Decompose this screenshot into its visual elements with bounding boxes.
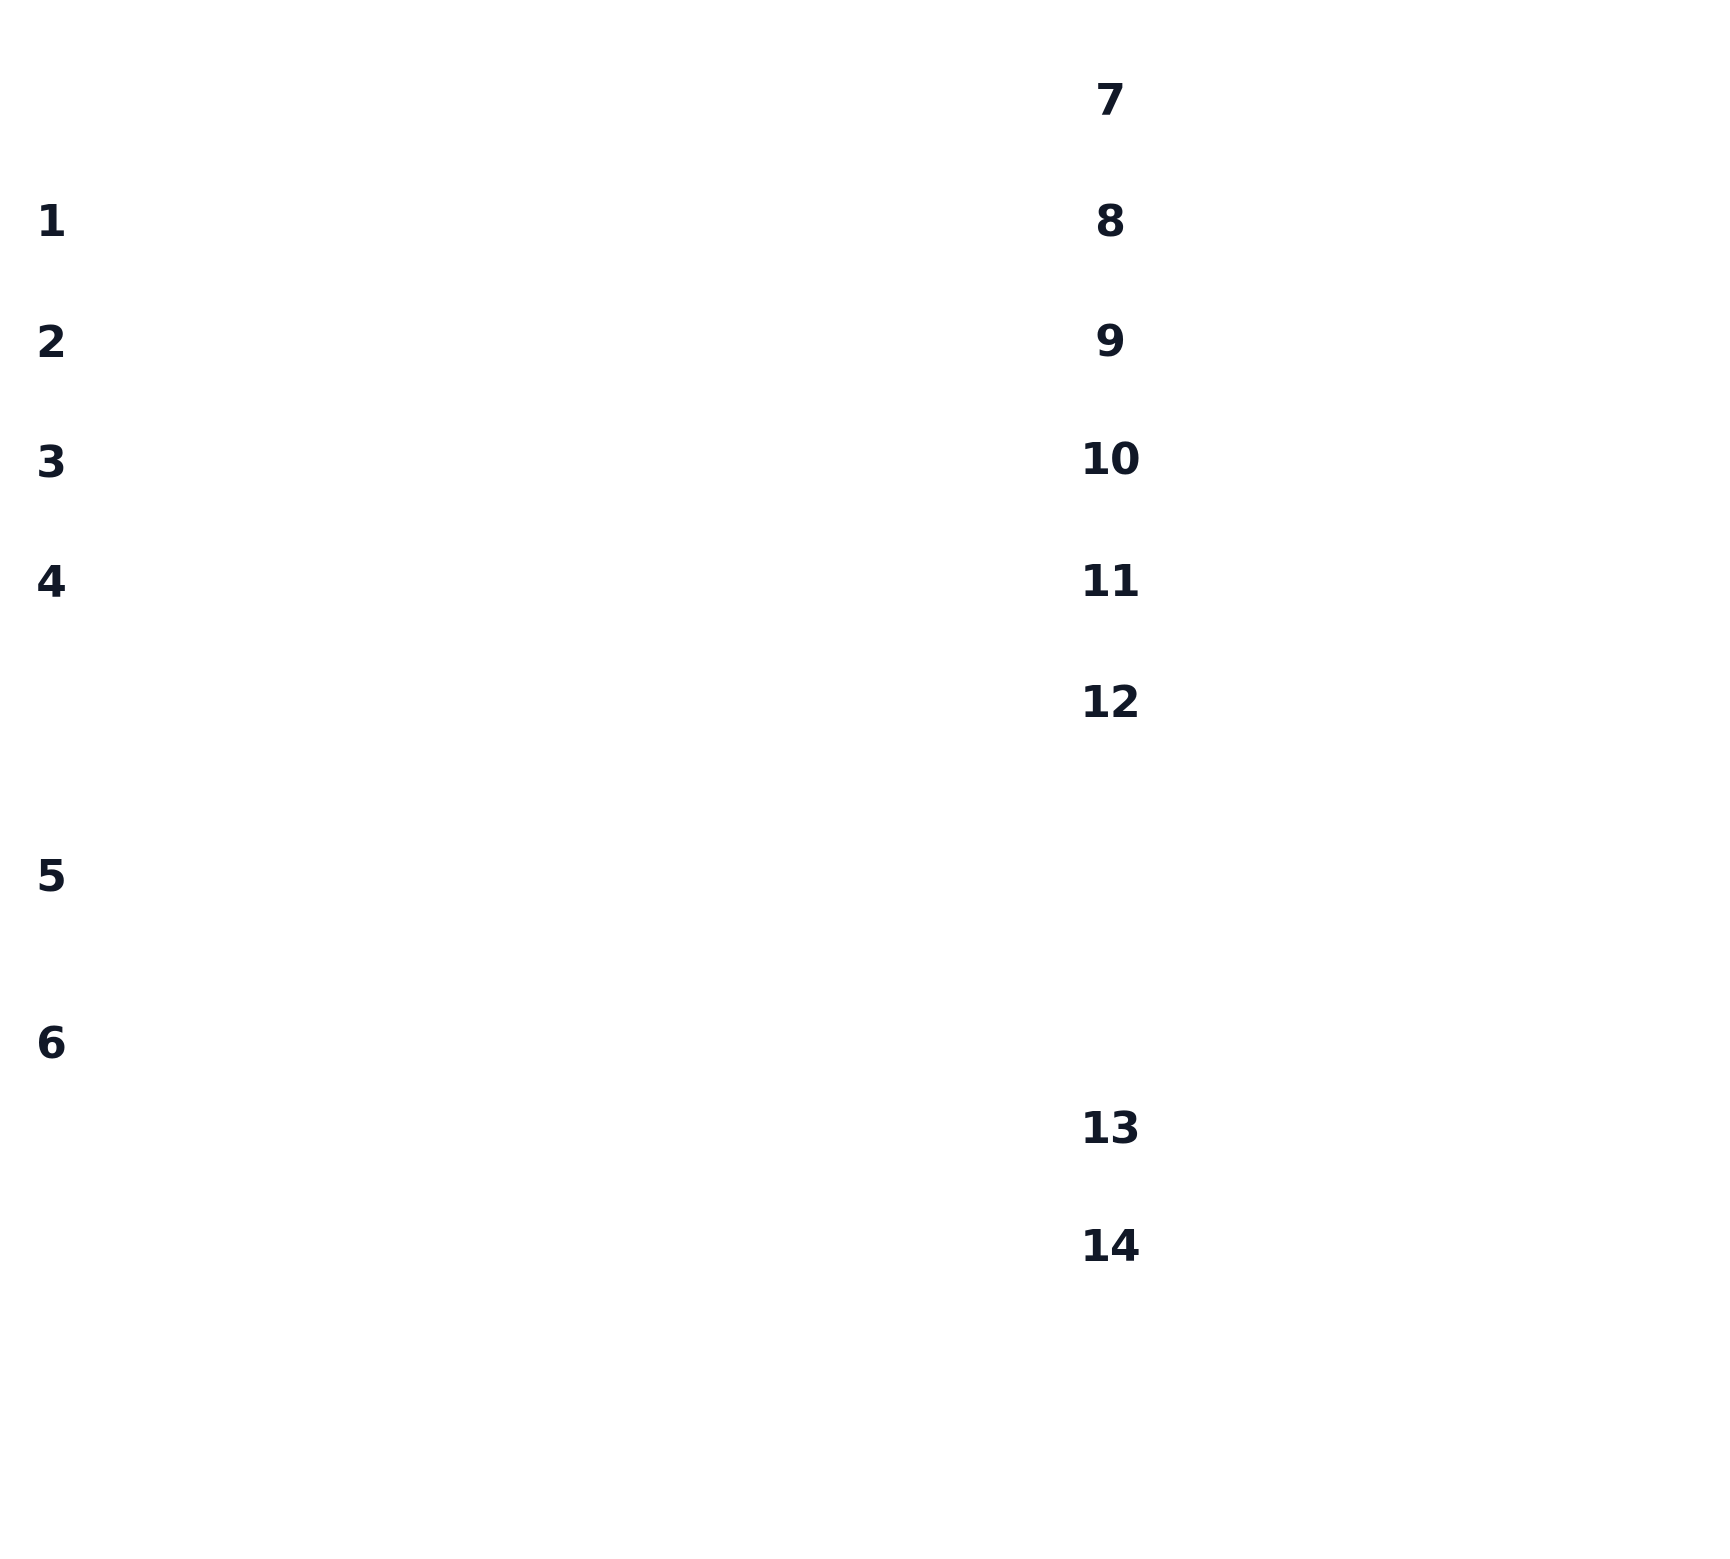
number-marker-12: 12	[1080, 677, 1140, 728]
number-marker-2: 2	[36, 317, 67, 368]
number-marker-14: 14	[1080, 1221, 1140, 1272]
number-marker-11: 11	[1080, 556, 1140, 607]
number-marker-10: 10	[1080, 434, 1140, 485]
number-marker-3: 3	[36, 437, 67, 488]
number-marker-1: 1	[36, 196, 67, 247]
number-marker-8: 8	[1095, 196, 1126, 247]
number-marker-4: 4	[36, 557, 67, 608]
number-marker-7: 7	[1095, 75, 1126, 126]
number-marker-9: 9	[1095, 316, 1126, 367]
number-marker-6: 6	[36, 1018, 67, 1069]
number-marker-13: 13	[1080, 1103, 1140, 1154]
number-marker-5: 5	[36, 851, 67, 902]
